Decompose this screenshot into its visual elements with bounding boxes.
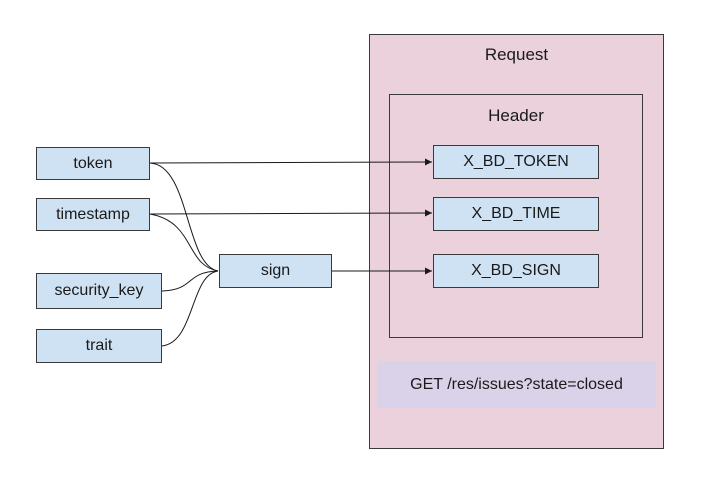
header-title: Header	[488, 106, 544, 125]
edge-timestamp-to-sign	[149, 213, 219, 272]
x-bd-sign-field: X_BD_SIGN	[433, 254, 599, 288]
sign-node: sign	[219, 254, 332, 288]
edge-security-key-to-sign	[161, 270, 219, 292]
token-node: token	[36, 147, 150, 180]
request-url-line: GET /res/issues?state=closed	[377, 361, 656, 408]
header-container: Header	[389, 94, 643, 338]
request-title: Request	[484, 45, 549, 64]
trait-node: trait	[36, 329, 162, 363]
timestamp-node: timestamp	[36, 198, 150, 231]
edge-trait-to-sign	[161, 270, 219, 347]
x-bd-time-field: X_BD_TIME	[433, 197, 599, 231]
security-key-node: security_key	[36, 273, 162, 309]
x-bd-token-field: X_BD_TOKEN	[433, 145, 599, 179]
edge-token-to-sign	[149, 162, 219, 272]
